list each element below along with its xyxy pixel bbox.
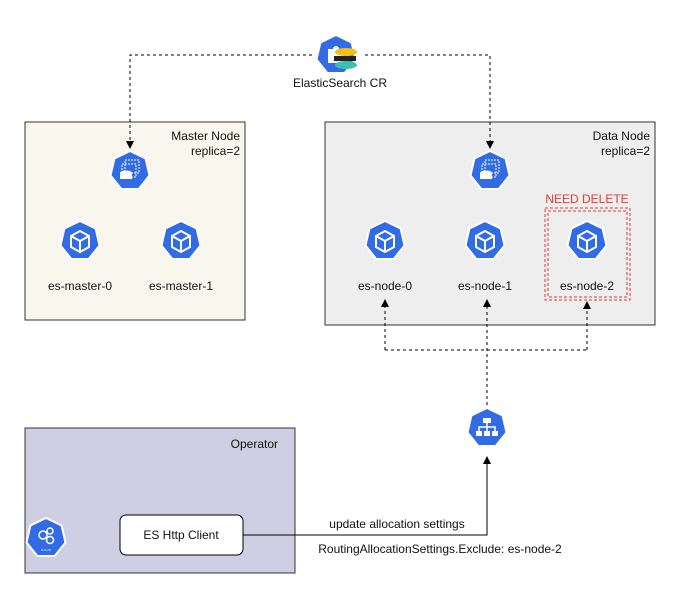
pod-label: es-node-1 — [458, 279, 512, 293]
cr-to-master-edge — [126, 54, 312, 149]
pod-label: es-master-1 — [149, 279, 213, 293]
pod-label: es-node-2 — [560, 279, 614, 293]
svg-text:c-c-m: c-c-m — [41, 547, 52, 552]
client-to-service-edge — [243, 456, 491, 536]
pod-icon — [61, 221, 100, 259]
edge-label-exclude: RoutingAllocationSettings.Exclude: es-no… — [318, 542, 562, 556]
pod-label: es-node-0 — [358, 279, 412, 293]
es-http-client-label: ES Http Client — [143, 528, 219, 542]
cr-label: ElasticSearch CR — [293, 76, 387, 90]
service-icon — [466, 407, 508, 447]
data-replica: replica=2 — [601, 144, 650, 158]
pod-icon — [162, 221, 201, 259]
operator-icon: c-c-m — [25, 517, 67, 557]
need-delete-label: NEED DELETE — [545, 192, 628, 206]
master-title: Master Node — [171, 129, 240, 143]
master-statefulset-icon — [111, 151, 150, 189]
operator-group — [24, 427, 296, 574]
cr-to-data-edge — [365, 54, 494, 149]
elasticsearch-cr-icon — [315, 34, 357, 74]
pod-icon — [568, 221, 607, 259]
pod-icon — [466, 221, 505, 259]
data-statefulset-icon — [471, 151, 510, 189]
master-replica: replica=2 — [191, 144, 240, 158]
data-title: Data Node — [593, 129, 651, 143]
pod-icon — [366, 221, 405, 259]
operator-title: Operator — [231, 437, 278, 451]
need-delete-box — [544, 207, 631, 301]
edge-label-update: update allocation settings — [329, 517, 464, 531]
pod-label: es-master-0 — [48, 279, 112, 293]
